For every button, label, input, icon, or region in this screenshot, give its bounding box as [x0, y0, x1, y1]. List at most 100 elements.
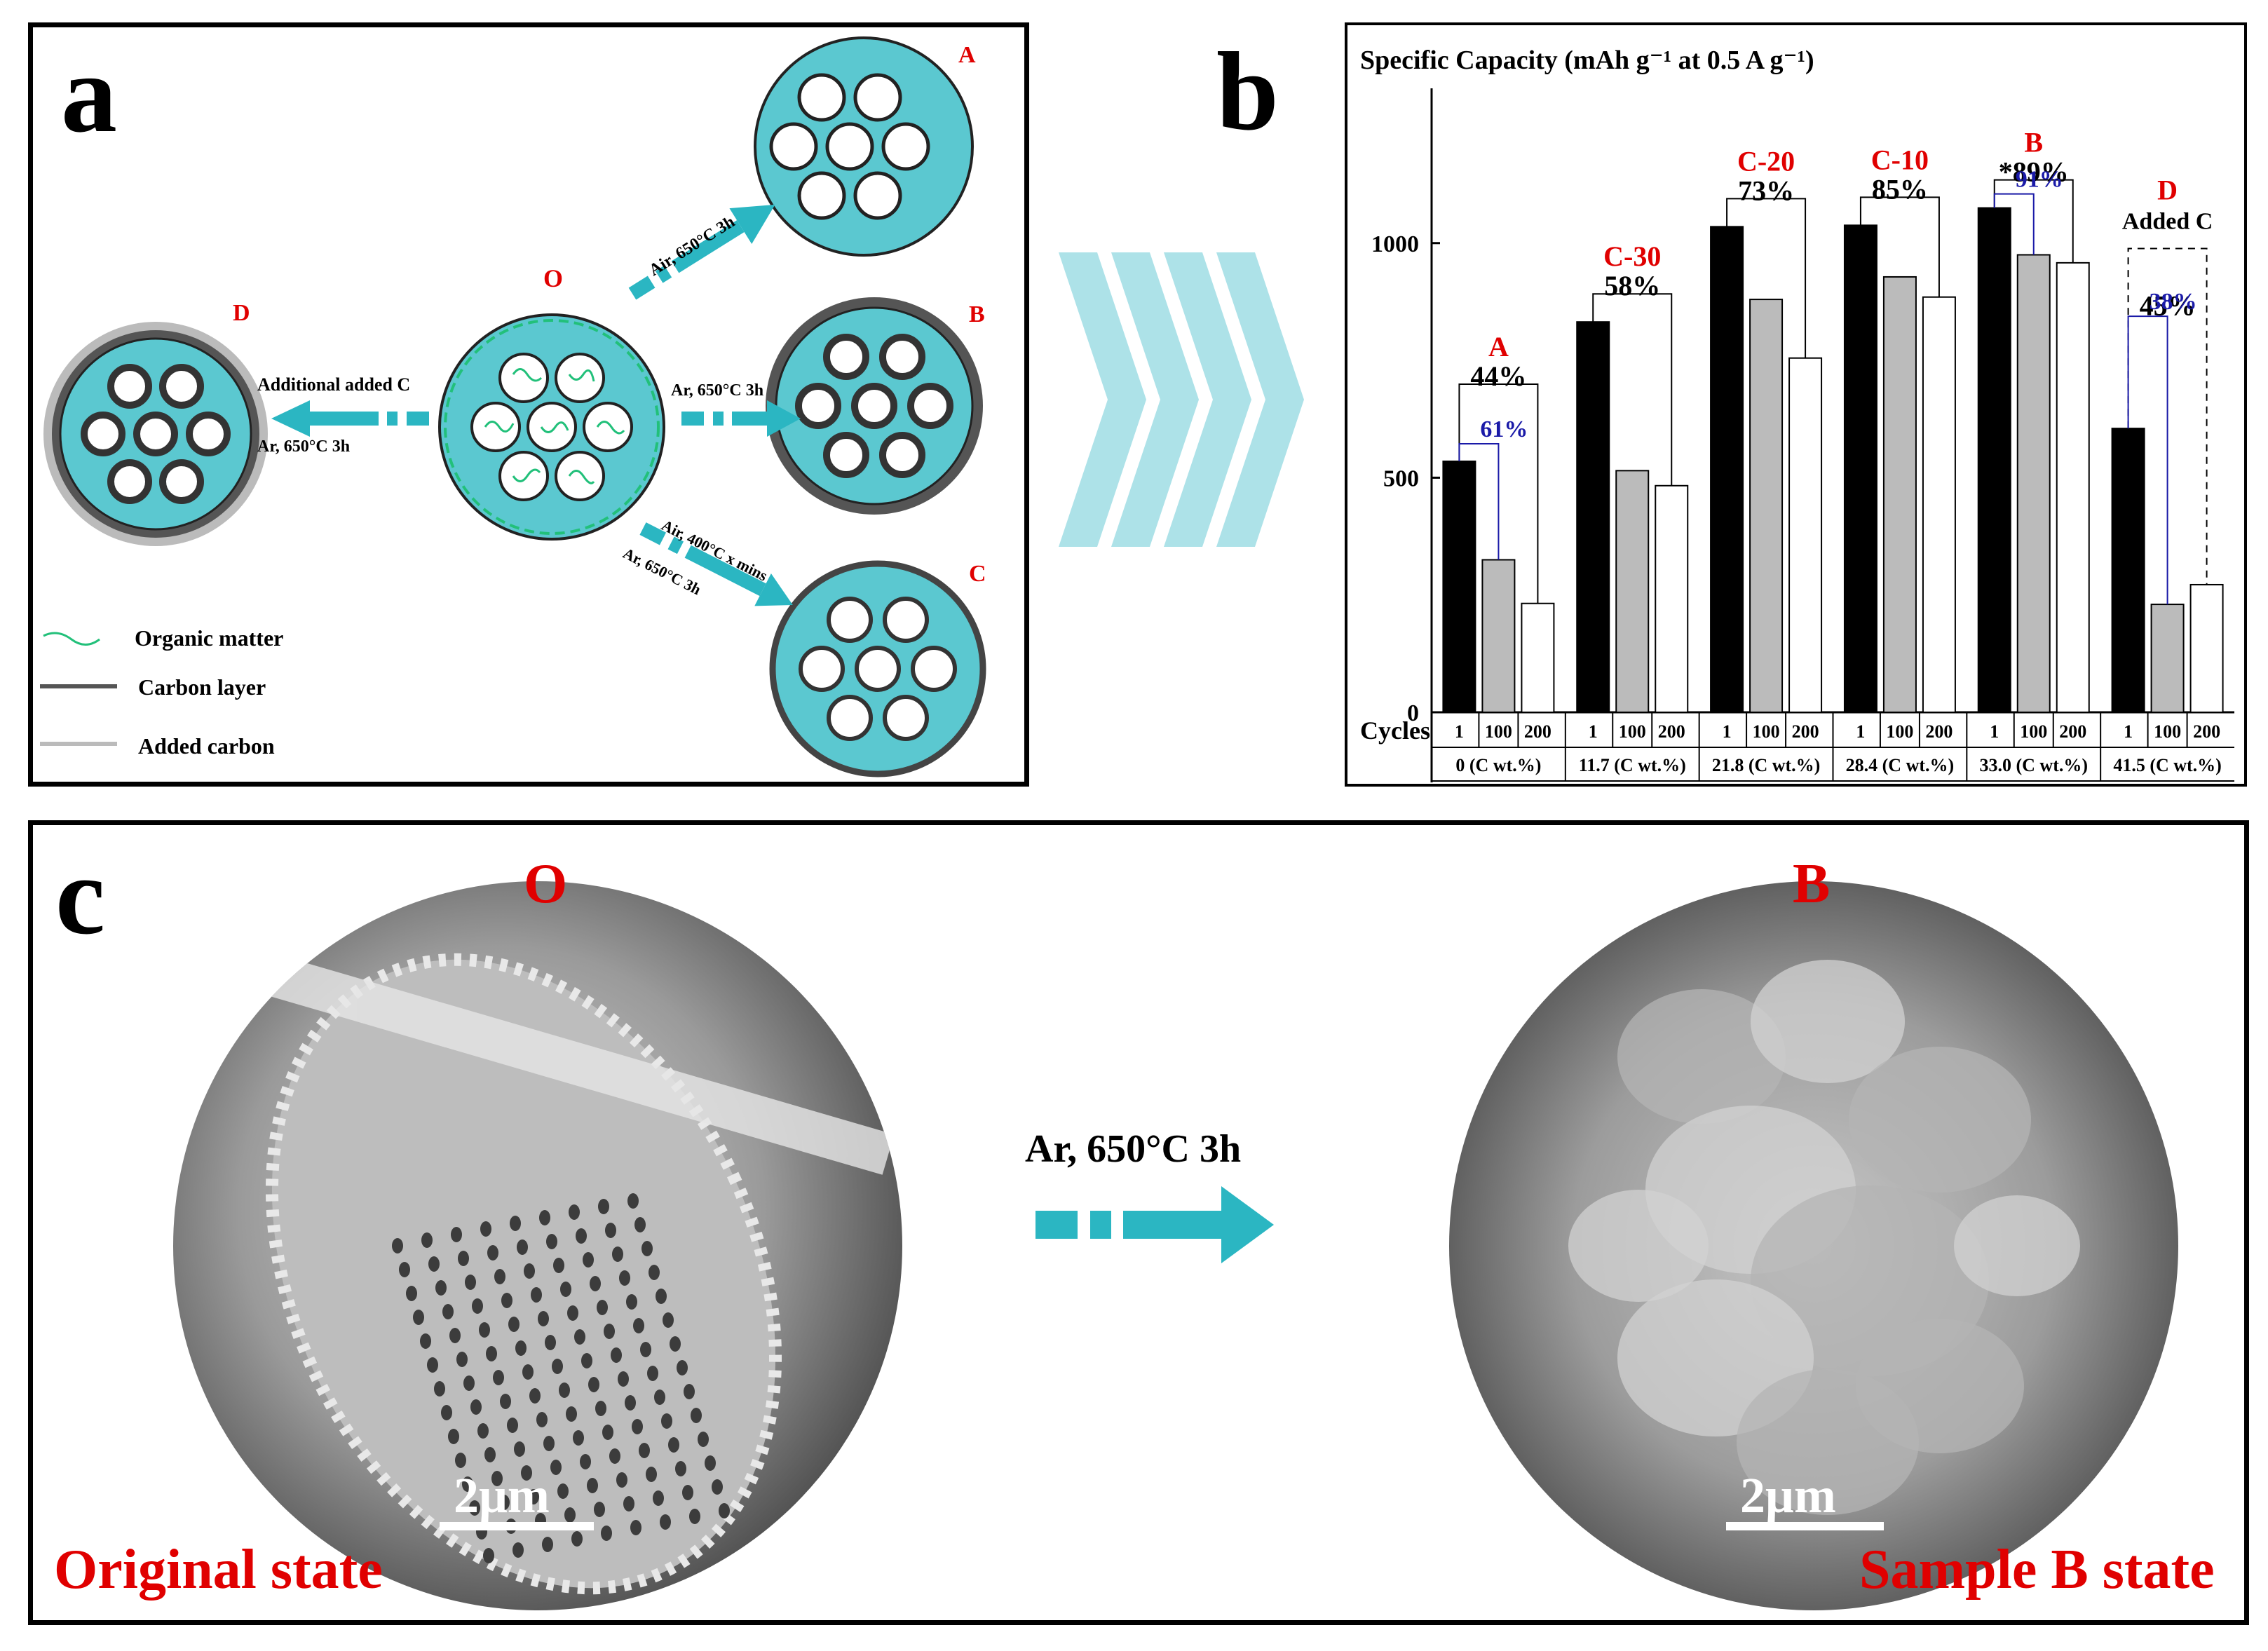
pore: [493, 1370, 504, 1385]
surface-blob: [1568, 1190, 1709, 1302]
x-axis-label: Cycles: [1360, 716, 1430, 745]
cycle-tick-label: 1: [1589, 721, 1598, 742]
carbon-content-label: 0 (C wt.%): [1455, 755, 1541, 775]
bar: [1615, 470, 1650, 713]
circle-b: B: [766, 297, 985, 515]
pore: [560, 1282, 571, 1297]
pore: [487, 1245, 498, 1261]
surface-blob: [1954, 1195, 2080, 1296]
pore: [661, 1413, 672, 1429]
pore: [611, 1347, 622, 1363]
pore: [588, 1377, 599, 1392]
bar: [1710, 226, 1744, 714]
pore: [539, 1210, 550, 1225]
pore: [656, 1289, 667, 1304]
retention-top-label: 85%: [1872, 173, 1928, 205]
y-tick-label: 1000: [1371, 231, 1419, 257]
pore: [521, 1465, 532, 1481]
pore: [480, 1221, 491, 1237]
scale-label-left: 2μm: [454, 1467, 550, 1523]
pore: [486, 1346, 497, 1361]
pore: [684, 1384, 695, 1399]
retention-mid-bracket: [1993, 193, 2035, 255]
pore: [587, 1478, 598, 1493]
group-label: D: [2157, 174, 2178, 205]
pore: [640, 1342, 651, 1357]
pore: [564, 1507, 576, 1523]
bar: [1922, 296, 1956, 713]
pore: [508, 1317, 520, 1332]
bar: [2189, 583, 2224, 713]
sem-right-tag: B: [1793, 853, 1830, 915]
surface-blob: [1849, 1047, 2031, 1193]
bar: [1977, 207, 2011, 714]
bar: [1843, 224, 1877, 714]
pore: [500, 1394, 511, 1409]
pore: [507, 1418, 518, 1433]
pore: [449, 1328, 461, 1343]
retention-bracket: [1592, 293, 1673, 486]
retention-top-label: 58%: [1604, 270, 1660, 301]
pore: [434, 1381, 445, 1397]
retention-bracket: [1726, 198, 1807, 358]
surface-blob: [1737, 1369, 1919, 1515]
retention-bracket: [1458, 383, 1539, 604]
pore: [698, 1432, 709, 1447]
pore: [557, 1483, 569, 1499]
pore: [595, 1401, 606, 1416]
bar: [1442, 460, 1476, 713]
pore: [420, 1333, 431, 1349]
pore: [612, 1246, 623, 1262]
legend-label-carbon: Carbon layer: [138, 674, 266, 700]
pore: [517, 1239, 528, 1255]
bar: [1576, 321, 1610, 713]
bar: [2111, 428, 2145, 713]
surface-blob: [1751, 960, 1905, 1083]
pore: [627, 1193, 639, 1209]
retention-top-label: 73%: [1738, 175, 1794, 206]
arrow-label-to-b: Ar, 650°C 3h: [671, 381, 763, 400]
sem-image-original: O 2μm Original state: [54, 853, 902, 1610]
chart-title: Specific Capacity (mAh g⁻¹ at 0.5 A g⁻¹): [1360, 46, 1814, 75]
pore: [660, 1514, 671, 1530]
bar: [2150, 604, 2185, 713]
carbon-content-label: 21.8 (C wt.%): [1712, 755, 1821, 775]
pore: [633, 1318, 644, 1333]
process-arrow: Ar, 650°C 3h: [1025, 1127, 1274, 1263]
sem-left-tag: O: [524, 853, 567, 915]
pore: [581, 1353, 592, 1368]
cycle-tick-label: 200: [1524, 721, 1551, 742]
process-arrow-label: Ar, 650°C 3h: [1025, 1127, 1241, 1171]
retention-mid-label: 91%: [2016, 167, 2063, 193]
arrow-label-to-d-1: Additional added C: [257, 374, 410, 395]
pore: [477, 1423, 489, 1439]
pore: [576, 1228, 587, 1244]
pore: [634, 1217, 646, 1232]
pore: [546, 1234, 557, 1249]
pore: [625, 1395, 636, 1411]
circle-d: D: [43, 300, 268, 546]
bar: [1749, 299, 1784, 714]
pore: [479, 1322, 490, 1338]
pore: [670, 1336, 681, 1352]
pore: [469, 1500, 480, 1516]
cycle-tick-label: 100: [1886, 721, 1913, 742]
pore: [524, 1263, 535, 1279]
pore: [604, 1324, 615, 1339]
pore: [442, 1304, 454, 1319]
pore: [609, 1448, 620, 1464]
surface-blob: [1617, 989, 1786, 1124]
pore: [598, 1199, 609, 1214]
pore: [498, 1495, 510, 1510]
pore: [531, 1287, 542, 1303]
pore: [559, 1382, 570, 1398]
pore: [448, 1429, 459, 1444]
pore: [574, 1329, 585, 1345]
pore: [406, 1286, 417, 1301]
cycle-tick-label: 200: [1658, 721, 1685, 742]
cycle-tick-label: 200: [2059, 721, 2086, 742]
pore: [630, 1520, 641, 1535]
carbon-content-label: 33.0 (C wt.%): [1979, 755, 2088, 775]
pore: [529, 1388, 541, 1404]
scale-label-right: 2μm: [1740, 1467, 1836, 1523]
